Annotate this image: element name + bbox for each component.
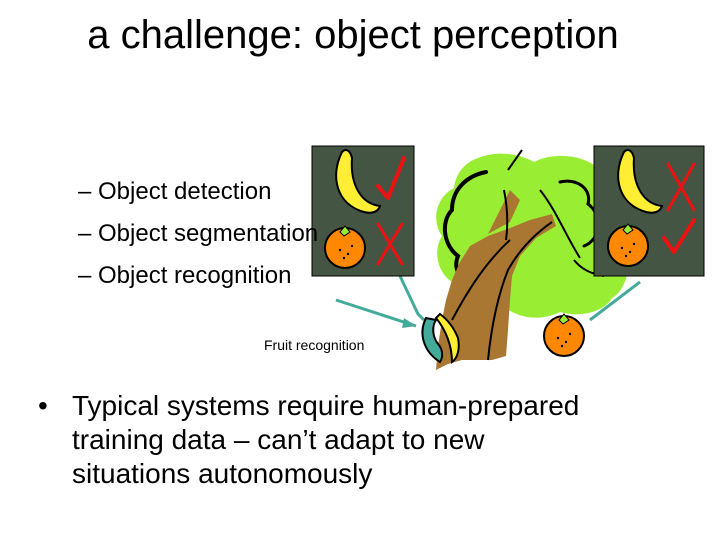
cross-mark-icon [376, 222, 404, 266]
fruit-recognition-caption: Fruit recognition [264, 337, 365, 353]
bullet-symbol: • [38, 390, 48, 421]
trunk-line-1 [487, 221, 553, 361]
tree-branch-line-1 [507, 149, 523, 171]
orange-icon [607, 223, 649, 267]
trunk-line-3 [503, 189, 509, 241]
bullet-line-1: Typical systems require human-prepared [72, 390, 580, 421]
sub-item-object-recognition: – Object recognition [78, 262, 292, 289]
orange-icon [543, 313, 585, 357]
bullet-typical-systems: • Typical systems require human-prepared… [38, 389, 698, 491]
banana-icon [617, 149, 664, 214]
slide-title: a challenge: object perception [87, 13, 619, 57]
check-mark-icon [662, 218, 696, 254]
bullet-line-3: situations autonomously [72, 458, 373, 489]
tree-branch-line-2 [539, 189, 581, 259]
check-mark-icon [376, 156, 406, 200]
sub-item-object-detection: – Object detection [78, 178, 272, 205]
cross-mark-icon [666, 162, 696, 212]
banana-icon [421, 312, 460, 364]
trunk-branch [488, 190, 520, 234]
sub-item-object-segmentation: – Object segmentation [78, 220, 319, 247]
pointer-arrowhead [402, 318, 416, 328]
tree-trunk [436, 214, 556, 370]
orange-icon [324, 225, 366, 269]
bullet-line-2: training data – can’t adapt to new [72, 424, 485, 455]
pointer-line-left [398, 275, 426, 322]
trunk-line-2 [451, 239, 511, 321]
banana-icon [335, 149, 382, 214]
pointer-line-arrow [335, 298, 417, 328]
pointer-line-right [589, 280, 641, 322]
